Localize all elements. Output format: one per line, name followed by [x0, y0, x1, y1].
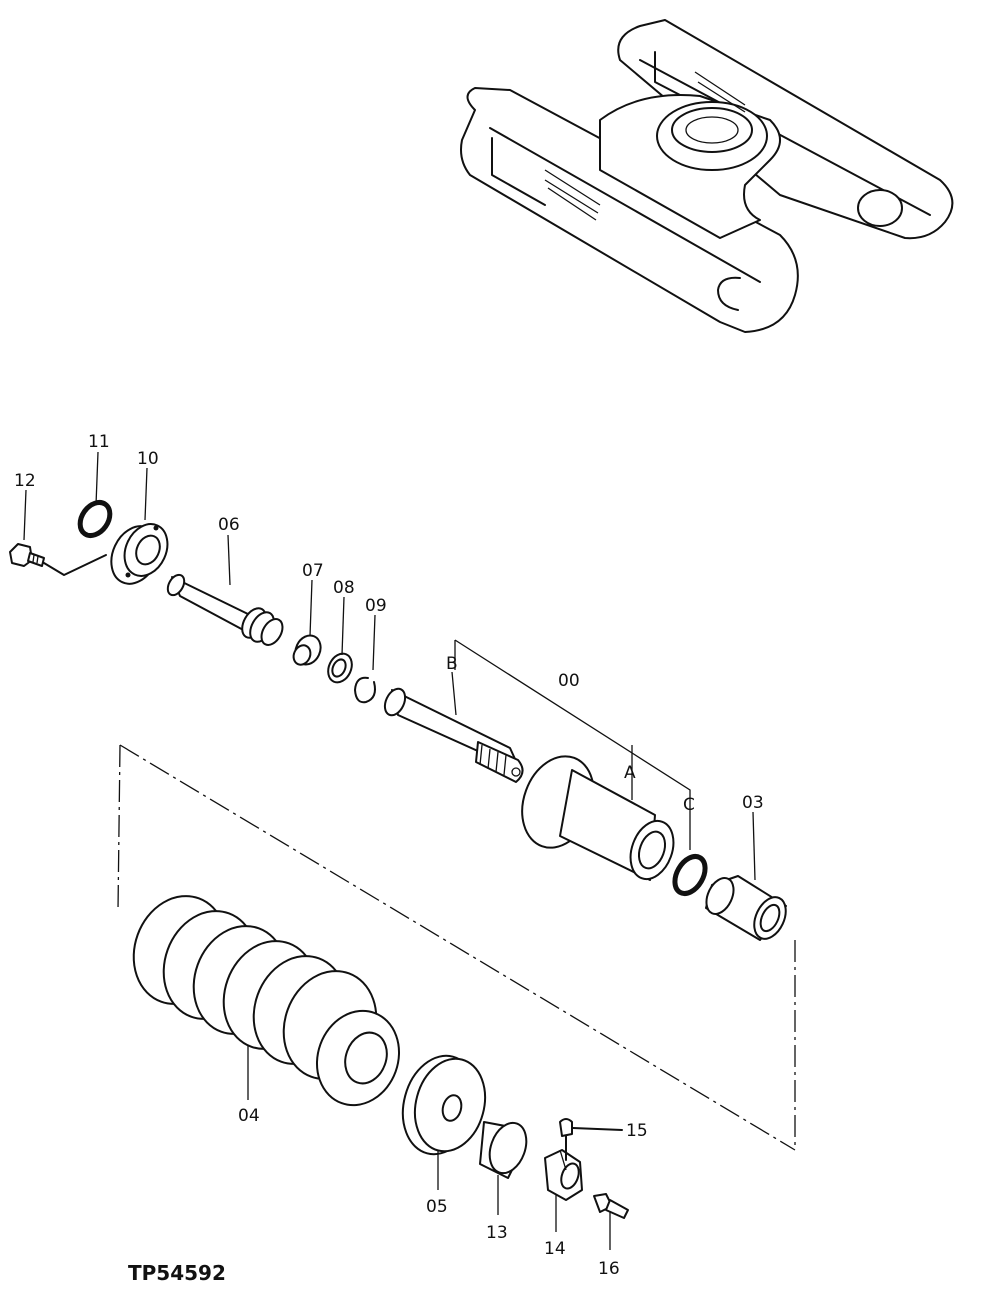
- callout-c: C: [683, 795, 695, 815]
- callout-12: 12: [14, 471, 36, 491]
- callout-07: 07: [302, 561, 324, 581]
- part-03-bushing: [705, 875, 787, 941]
- part-16-bolt: [593, 1193, 629, 1219]
- part-08-washer: [327, 652, 353, 684]
- part-c-o-ring: [672, 854, 708, 896]
- callout-03: 03: [742, 793, 764, 813]
- part-04-spring: [132, 895, 401, 1107]
- part-07-collar: [292, 634, 322, 666]
- callout-09: 09: [365, 596, 387, 616]
- callout-05: 05: [426, 1197, 448, 1217]
- callout-10: 10: [137, 449, 159, 469]
- callout-14: 14: [544, 1239, 566, 1259]
- callout-06: 06: [218, 515, 240, 535]
- callout-16: 16: [598, 1259, 620, 1279]
- part-06-pin: [166, 573, 284, 646]
- part-13-collar: [479, 1121, 528, 1179]
- callout-b: B: [446, 654, 458, 674]
- part-a-cylinder: [521, 755, 675, 881]
- callout-13: 13: [486, 1223, 508, 1243]
- figure-code: TP54592: [128, 1261, 226, 1285]
- part-15-fitting: [559, 1118, 623, 1161]
- assembly-centerlines: [117, 744, 796, 1151]
- track-frame-illustration: [460, 19, 954, 333]
- callout-00: 00: [558, 671, 580, 691]
- callout-08: 08: [333, 578, 355, 598]
- part-11-o-ring: [77, 499, 113, 539]
- part-b-rod: [383, 687, 524, 783]
- part-14-nut: [544, 1149, 583, 1201]
- part-05-plate: [401, 1054, 487, 1156]
- part-09-snap-ring: [354, 676, 376, 704]
- callout-11: 11: [88, 432, 110, 452]
- callout-a: A: [624, 763, 636, 783]
- leader-lines: [23, 451, 756, 1250]
- callout-15: 15: [626, 1121, 648, 1141]
- callout-04: 04: [238, 1106, 260, 1126]
- part-10-flange: [110, 523, 169, 585]
- part-12-bolt: [9, 543, 107, 576]
- callout-labels: 11 10 12 06 07 08 09 B 00 A C 03 04 15 0…: [14, 432, 764, 1279]
